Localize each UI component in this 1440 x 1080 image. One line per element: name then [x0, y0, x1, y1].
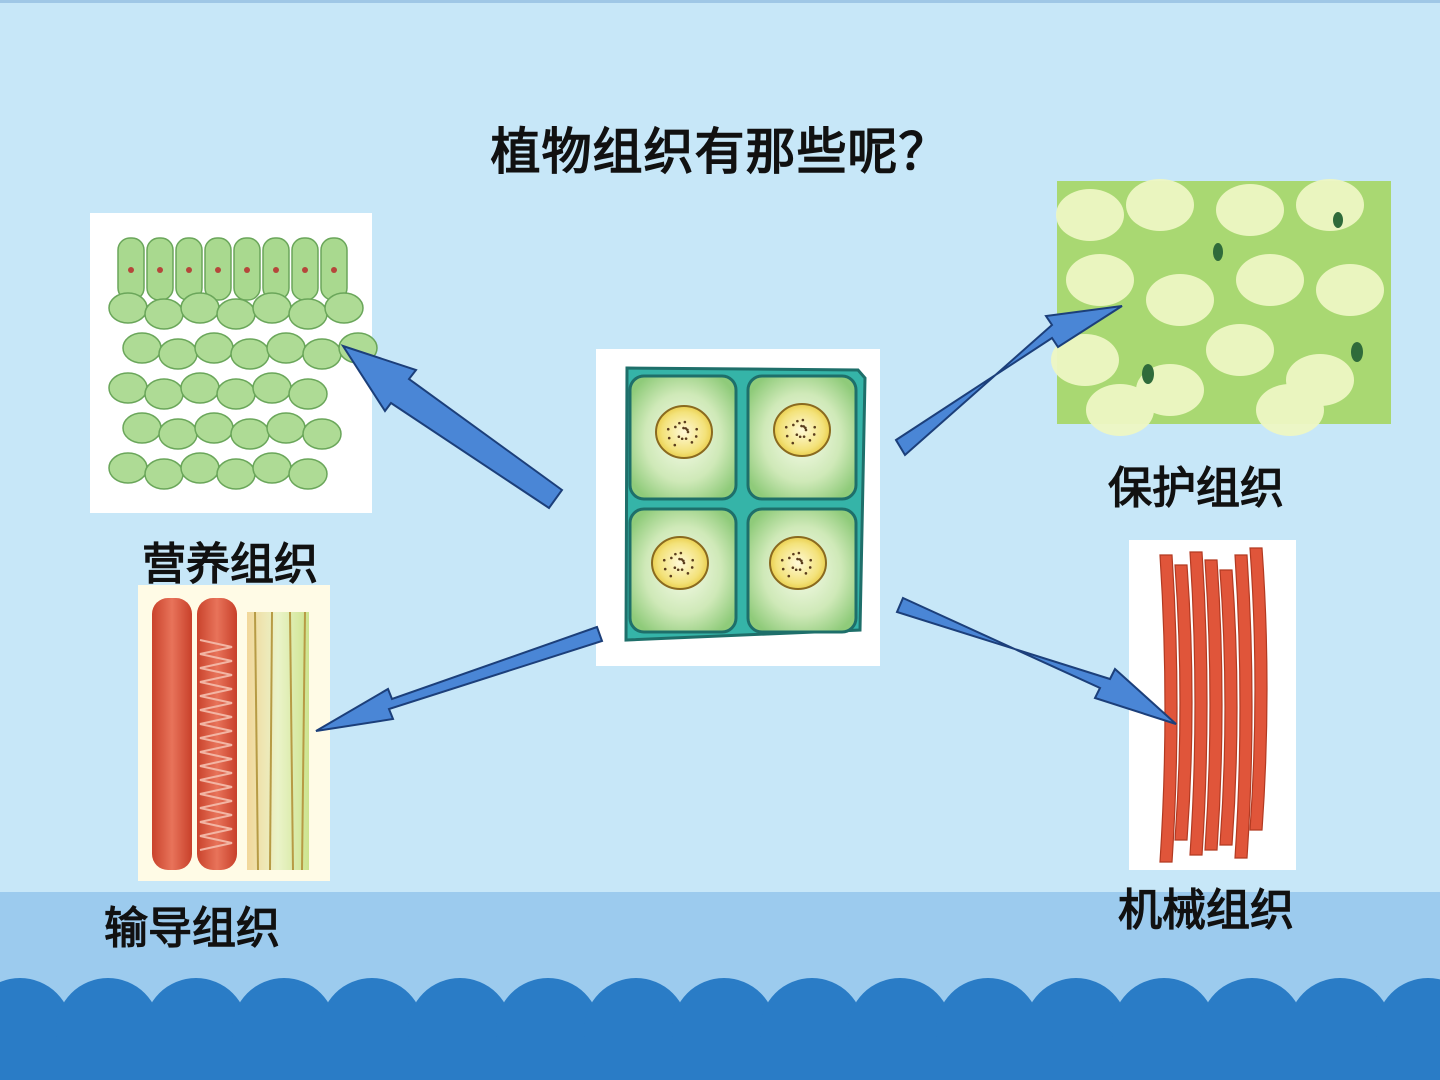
protective-tissue-image: [1051, 179, 1391, 436]
page-title: 植物组织有那些呢？: [490, 122, 950, 181]
label-protective-tissue: 保护组织: [1108, 463, 1284, 514]
conductive-tissue-image: [138, 585, 330, 881]
arrow-to-conductive: [315, 625, 604, 732]
label-mechanical-tissue: 机械组织: [1118, 885, 1294, 936]
arrow-to-protective: [894, 305, 1123, 457]
arrow-to-mechanical: [895, 596, 1177, 725]
label-nutritive-tissue: 营养组织: [142, 539, 318, 590]
meristem-cells-image: [596, 349, 880, 666]
nutritive-tissue-image: [90, 213, 378, 513]
wave-pattern: [0, 978, 1440, 1080]
label-conductive-tissue: 输导组织: [104, 903, 280, 954]
mechanical-tissue-image: [1129, 540, 1296, 870]
arrow-to-nutritive: [340, 344, 564, 510]
